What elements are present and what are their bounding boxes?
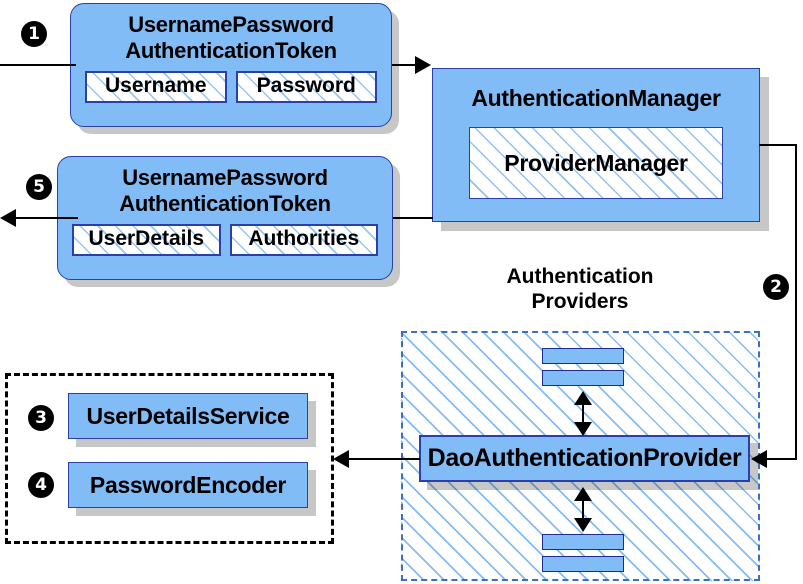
- step-marker-5: 5: [26, 174, 52, 200]
- authentication-manager-box: AuthenticationManager ProviderManager: [432, 68, 760, 222]
- arrowhead-provider-chain-bottom-down: [574, 518, 592, 532]
- response-token-slot-authorities: Authorities: [229, 224, 378, 256]
- connector-manager-to-response-token: [393, 217, 433, 219]
- arrowhead-provider-chain-bottom-up: [574, 487, 592, 501]
- arrowhead-token-to-manager: [415, 56, 431, 74]
- dao-authentication-provider-box: DaoAuthenticationProvider: [419, 435, 750, 482]
- response-token-slots: UserDetails Authorities: [58, 224, 392, 256]
- provider-placeholder-bar-4: [542, 556, 624, 572]
- connector-into-dao-provider: [766, 458, 797, 460]
- provider-placeholder-bar-2: [542, 370, 624, 386]
- request-token-slot-password: Password: [235, 71, 377, 103]
- authentication-providers-label: Authentication Providers: [460, 264, 700, 314]
- user-details-service-label: UserDetailsService: [86, 402, 290, 429]
- request-token-title: UsernamePassword AuthenticationToken: [71, 4, 391, 64]
- connector-manager-down: [795, 144, 797, 459]
- response-token-slot-userdetails: UserDetails: [72, 224, 221, 256]
- provider-placeholder-bar-1: [542, 348, 624, 364]
- arrowhead-provider-chain-top-up: [574, 391, 592, 405]
- request-authentication-token-card: UsernamePassword AuthenticationToken Use…: [70, 3, 392, 127]
- step-marker-3: 3: [28, 405, 54, 431]
- request-token-slot-username: Username: [85, 71, 227, 103]
- response-authentication-token-card: UsernamePassword AuthenticationToken Use…: [57, 156, 393, 280]
- response-token-title: UsernamePassword AuthenticationToken: [58, 157, 392, 217]
- connector-outgoing-response: [14, 217, 78, 219]
- authentication-manager-title: AuthenticationManager: [471, 85, 721, 111]
- connector-dao-to-services: [348, 458, 420, 460]
- connector-provider-chain-top: [582, 399, 584, 429]
- arrowhead-provider-chain-top-down: [574, 422, 592, 436]
- connector-provider-chain-bottom: [582, 495, 584, 525]
- step-marker-2: 2: [763, 274, 789, 300]
- password-encoder-box: PasswordEncoder: [68, 462, 308, 508]
- user-details-service-box: UserDetailsService: [68, 393, 308, 439]
- response-token-title-line1: UsernamePassword: [122, 165, 328, 190]
- arrowhead-dao-to-services: [333, 450, 349, 468]
- step-marker-4: 4: [28, 472, 54, 498]
- arrowhead-outgoing-response: [0, 209, 16, 227]
- request-token-title-line1: UsernamePassword: [128, 12, 334, 37]
- connector-incoming-request: [0, 64, 76, 66]
- request-token-title-line2: AuthenticationToken: [125, 38, 337, 63]
- connector-token-to-manager: [392, 64, 422, 66]
- arrowhead-into-dao-provider: [751, 450, 767, 468]
- provider-placeholder-bar-3: [542, 534, 624, 550]
- provider-manager-box: ProviderManager: [469, 127, 723, 199]
- providers-label-line1: Authentication: [506, 265, 654, 288]
- provider-manager-label: ProviderManager: [504, 149, 688, 176]
- response-token-title-line2: AuthenticationToken: [119, 191, 331, 216]
- providers-label-line2: Providers: [531, 290, 629, 313]
- password-encoder-label: PasswordEncoder: [89, 471, 287, 498]
- connector-manager-right-stub: [759, 144, 797, 146]
- request-token-slots: Username Password: [71, 71, 391, 103]
- dao-authentication-provider-label: DaoAuthenticationProvider: [427, 444, 742, 472]
- step-marker-1: 1: [21, 21, 47, 47]
